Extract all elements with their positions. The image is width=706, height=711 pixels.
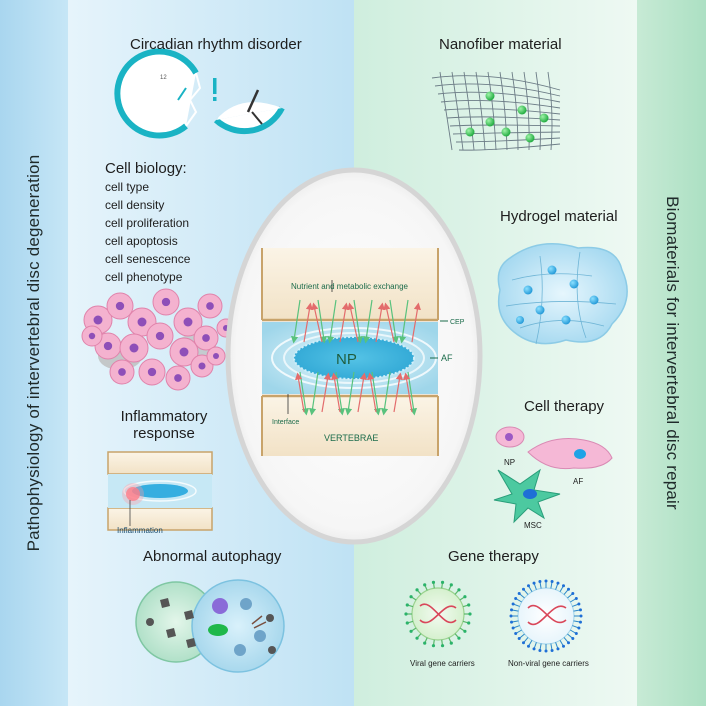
cell-biology-item: cell type bbox=[105, 180, 150, 194]
af-label: AF bbox=[441, 353, 453, 363]
cell-msc-label: MSC bbox=[524, 521, 542, 530]
circadian-title: Circadian rhythm disorder bbox=[130, 36, 302, 53]
nanofiber-mesh-icon bbox=[431, 71, 561, 151]
viral-carrier-icon bbox=[404, 580, 472, 648]
viral-label: Viral gene carriers bbox=[410, 659, 475, 668]
vertebrae-label: VERTEBRAE bbox=[324, 433, 378, 443]
np-label: NP bbox=[336, 351, 357, 368]
cell-biology-title: Cell biology: bbox=[105, 160, 187, 177]
cell-cluster-illustration bbox=[81, 288, 236, 391]
cep-label: CEP bbox=[450, 319, 465, 326]
cell-af-label: AF bbox=[573, 477, 583, 486]
autophagy-title: Abnormal autophagy bbox=[143, 548, 282, 565]
left-side-title: Pathophysiology of intervertebral disc d… bbox=[24, 154, 43, 552]
cell-np-label: NP bbox=[504, 458, 515, 467]
cell-biology-item: cell apoptosis bbox=[105, 234, 178, 248]
inflammatory-title-line1: Inflammatory bbox=[120, 408, 208, 425]
cell-therapy-title: Cell therapy bbox=[524, 398, 605, 415]
autophagy-cells-icon bbox=[135, 579, 285, 673]
nonviral-label: Non-viral gene carriers bbox=[508, 659, 589, 668]
right-side-title: Biomaterials for intervertebral disc rep… bbox=[663, 196, 682, 510]
interface-label: Interface bbox=[272, 419, 299, 426]
clock-number: 12 bbox=[160, 75, 167, 81]
cell-biology-item: cell phenotype bbox=[105, 270, 183, 284]
exchange-arrows bbox=[290, 299, 421, 416]
cell-therapy-icons bbox=[493, 426, 613, 524]
inflammatory-title-line2: response bbox=[133, 425, 195, 442]
spine-segment-illustration bbox=[261, 248, 448, 456]
gene-therapy-title: Gene therapy bbox=[448, 548, 539, 565]
cell-biology-item: cell senescence bbox=[105, 252, 191, 266]
cell-biology-item: cell density bbox=[105, 198, 165, 212]
broken-clock-icon: 12 bbox=[114, 48, 285, 139]
cell-biology-item: cell proliferation bbox=[105, 216, 190, 230]
hydrogel-icon bbox=[497, 243, 628, 345]
nanofiber-title: Nanofiber material bbox=[439, 36, 562, 53]
exchange-label: Nutrient and metabolic exchange bbox=[291, 282, 409, 291]
hydrogel-title: Hydrogel material bbox=[500, 208, 618, 225]
inflammatory-title: Inflammatory response bbox=[110, 408, 218, 442]
inflammation-label: Inflammation bbox=[117, 526, 163, 535]
left-side-bar bbox=[0, 0, 68, 706]
right-side-bar bbox=[637, 0, 706, 706]
inflammation-disc-icon bbox=[107, 451, 213, 531]
non-viral-carrier-icon bbox=[509, 579, 583, 653]
cell-biology-list: cell type cell density cell proliferatio… bbox=[105, 178, 190, 286]
